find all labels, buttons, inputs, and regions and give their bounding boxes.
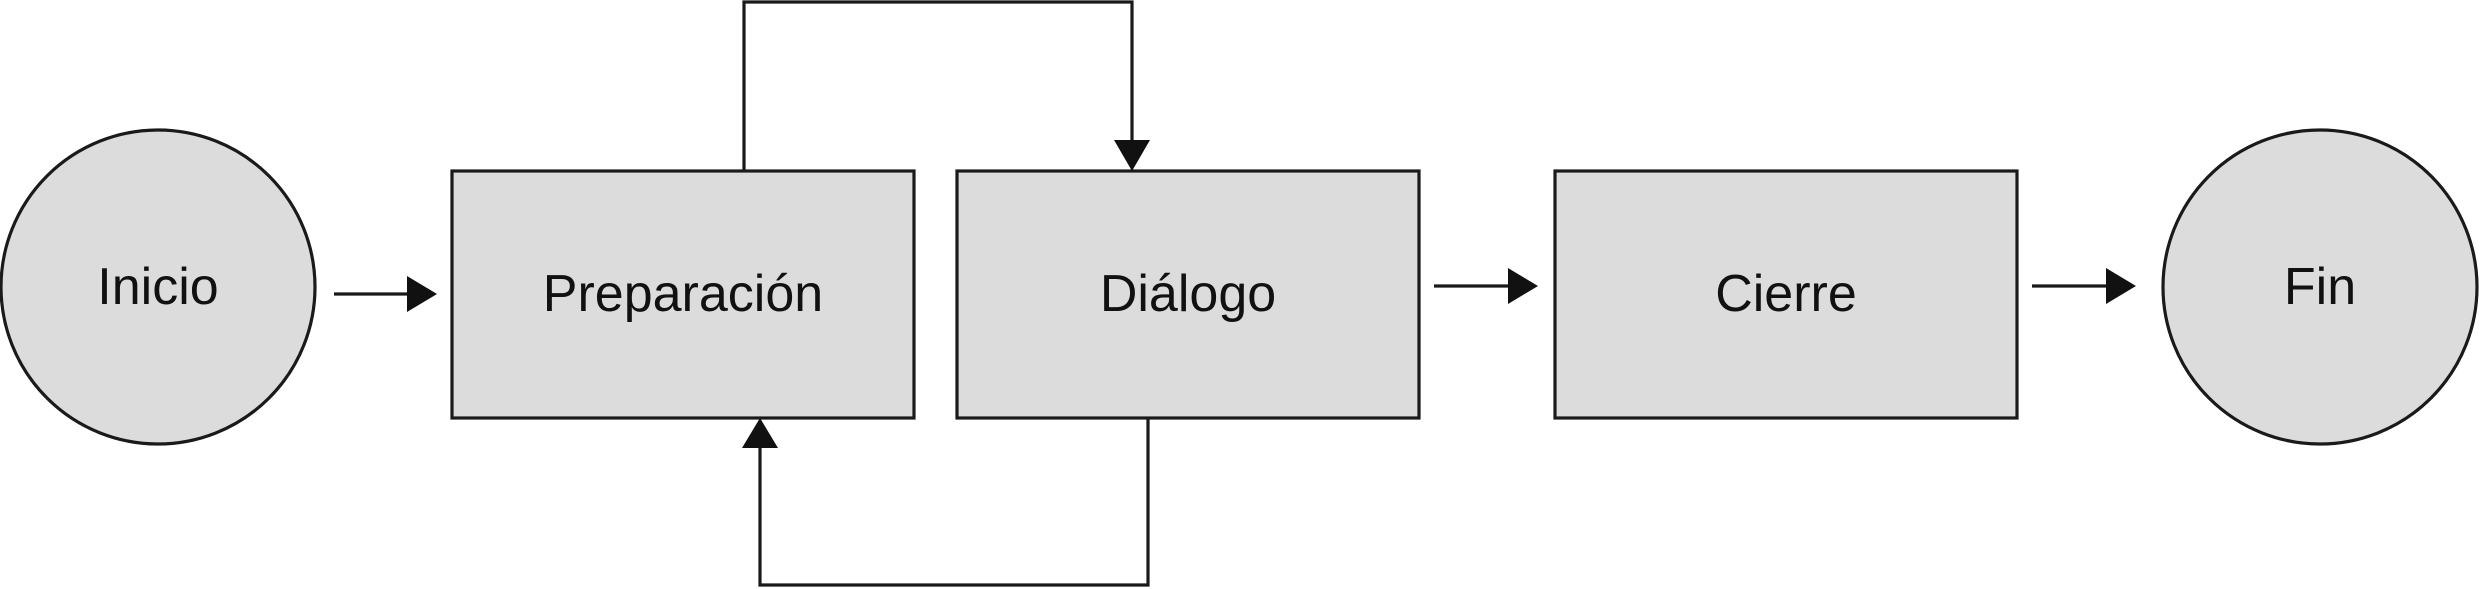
edge-closing-to-end xyxy=(2032,268,2136,304)
start-node-label: Inicio xyxy=(97,258,218,316)
end-node-label: Fin xyxy=(2284,258,2356,316)
preparation-node: Preparación xyxy=(450,169,916,420)
closing-node-box xyxy=(1553,169,2019,420)
edge-dialogue-to-closing xyxy=(1434,268,1538,304)
dialogue-node: Diálogo xyxy=(955,169,1421,420)
edge-start-to-preparation xyxy=(334,276,437,312)
edge-dialogue-to-preparation-line xyxy=(758,418,1150,587)
arrow-right-icon xyxy=(1508,268,1538,304)
dialogue-node-box xyxy=(955,169,1421,420)
arrow-down-icon xyxy=(1114,140,1150,171)
end-node-circle xyxy=(2161,128,2479,446)
end-node: Fin xyxy=(2161,128,2479,446)
arrow-up-icon xyxy=(742,418,778,448)
arrow-right-icon xyxy=(2106,268,2136,304)
arrow-right-icon xyxy=(407,276,437,312)
start-node-circle xyxy=(0,128,317,446)
preparation-node-label: Preparación xyxy=(543,265,823,323)
start-node: Inicio xyxy=(0,128,317,446)
edge-preparation-to-dialogue-line xyxy=(742,0,1134,171)
edge-dialogue-to-preparation xyxy=(742,418,1150,587)
closing-node: Cierre xyxy=(1553,169,2019,420)
preparation-node-box xyxy=(450,169,916,420)
edge-preparation-to-dialogue xyxy=(742,0,1150,171)
closing-node-label: Cierre xyxy=(1715,265,1857,323)
dialogue-node-label: Diálogo xyxy=(1100,265,1276,323)
